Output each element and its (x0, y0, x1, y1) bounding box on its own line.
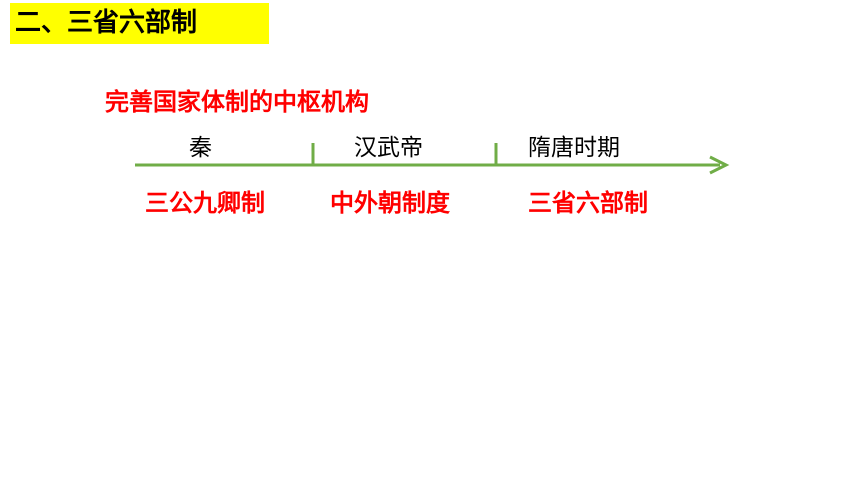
subtitle: 完善国家体制的中枢机构 (105, 88, 369, 116)
system-sangong-jiuqing: 三公九卿制 (145, 189, 265, 217)
system-sansheng-liubu: 三省六部制 (528, 189, 648, 217)
system-zhongwaichao: 中外朝制度 (330, 189, 450, 217)
period-sui-tang: 隋唐时期 (528, 135, 620, 161)
arrow-head-icon (709, 155, 730, 175)
section-title: 二、三省六部制 (10, 3, 269, 44)
period-qin: 秦 (189, 135, 212, 161)
period-han-wudi: 汉武帝 (354, 135, 423, 161)
